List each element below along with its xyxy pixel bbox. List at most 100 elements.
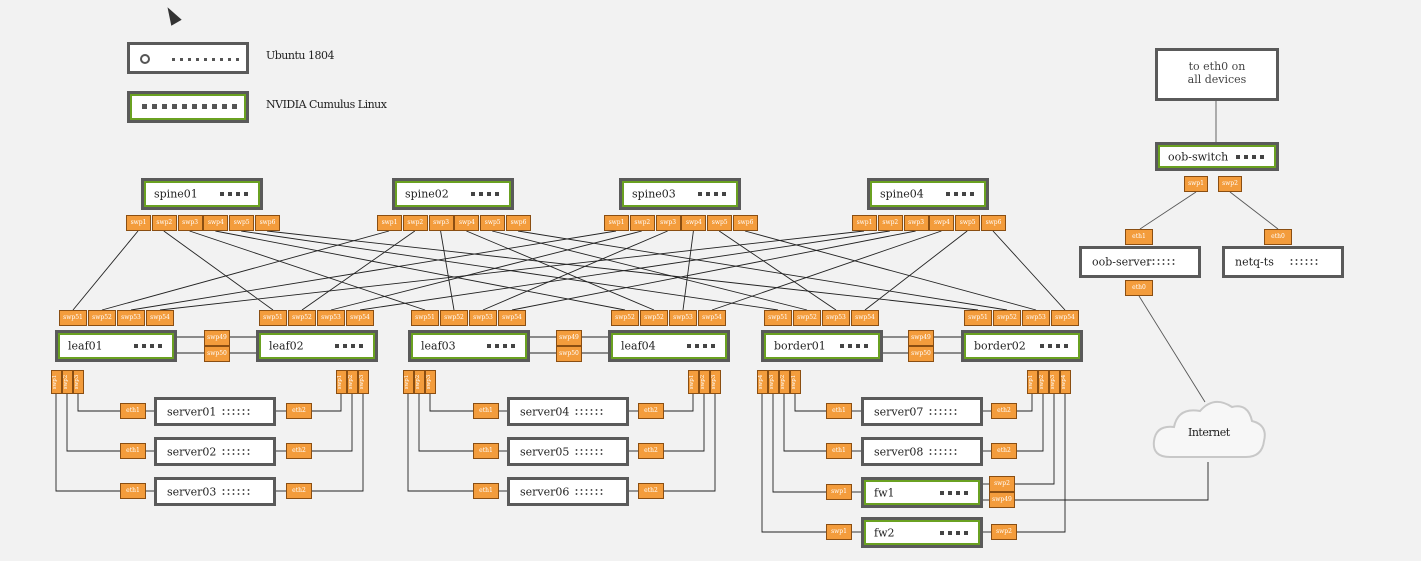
server-port-eth1[interactable]: eth1 bbox=[120, 483, 146, 499]
server-port-eth2[interactable]: eth2 bbox=[286, 403, 312, 419]
leaf-downlink-port[interactable]: swp3 bbox=[358, 370, 369, 394]
spine-3-port[interactable]: swp3 bbox=[655, 215, 681, 231]
spine-4-port[interactable]: swp4 bbox=[929, 215, 955, 231]
leaf-1-uplink-port[interactable]: swp51 bbox=[59, 310, 87, 326]
server-8[interactable]: server08 bbox=[861, 437, 983, 466]
server-port-eth2[interactable]: eth2 bbox=[286, 483, 312, 499]
spine-2-port[interactable]: swp6 bbox=[506, 215, 531, 231]
server-6[interactable]: server06 bbox=[507, 477, 629, 506]
spine-1-port[interactable]: swp3 bbox=[177, 215, 203, 231]
leaf-3[interactable]: leaf03 bbox=[408, 330, 530, 362]
leaf-6-uplink-port[interactable]: swp53 bbox=[1022, 310, 1050, 326]
spine-3-port[interactable]: swp6 bbox=[733, 215, 758, 231]
leaf-downlink-port[interactable]: swp1 bbox=[336, 370, 347, 394]
leaf-2-uplink-port[interactable]: swp52 bbox=[288, 310, 316, 326]
fw1-port-left[interactable]: swp1 bbox=[826, 484, 852, 500]
leaf-downlink-port[interactable]: swp2 bbox=[699, 370, 710, 394]
spine-3-port[interactable]: swp4 bbox=[681, 215, 707, 231]
spine-3[interactable]: spine03 bbox=[619, 178, 741, 210]
leaf-1[interactable]: leaf01 bbox=[55, 330, 177, 362]
leaf-2-uplink-port[interactable]: swp53 bbox=[317, 310, 345, 326]
border-downlink-port[interactable]: swp2 bbox=[779, 370, 790, 394]
oob-server-port[interactable]: eth1 bbox=[1125, 229, 1153, 245]
leaf-downlink-port[interactable]: swp2 bbox=[414, 370, 425, 394]
peerlink-port[interactable]: swp50 bbox=[908, 346, 934, 362]
server-port-eth1[interactable]: eth1 bbox=[473, 403, 499, 419]
peerlink-port[interactable]: swp49 bbox=[908, 330, 934, 346]
leaf-downlink-port[interactable]: swp1 bbox=[51, 370, 62, 394]
fw1-port-right-top[interactable]: swp2 bbox=[989, 476, 1015, 492]
spine-2-port[interactable]: swp1 bbox=[377, 215, 402, 231]
fw1-port-right-bottom[interactable]: swp49 bbox=[989, 492, 1015, 508]
spine-3-port[interactable]: swp2 bbox=[629, 215, 655, 231]
spine-3-port[interactable]: swp1 bbox=[604, 215, 629, 231]
spine-4-port[interactable]: swp2 bbox=[877, 215, 903, 231]
leaf-downlink-port[interactable]: swp1 bbox=[403, 370, 414, 394]
server-3[interactable]: server03 bbox=[154, 477, 276, 506]
spine-1-port[interactable]: swp1 bbox=[126, 215, 151, 231]
spine-4-port[interactable]: swp6 bbox=[981, 215, 1006, 231]
leaf-6[interactable]: border02 bbox=[961, 330, 1083, 362]
leaf-5-uplink-port[interactable]: swp51 bbox=[764, 310, 792, 326]
server-port-eth2[interactable]: eth2 bbox=[638, 403, 664, 419]
spine-1[interactable]: spine01 bbox=[141, 178, 263, 210]
netq-port[interactable]: eth0 bbox=[1264, 229, 1292, 245]
server-port-eth1[interactable]: eth1 bbox=[473, 443, 499, 459]
leaf-2-uplink-port[interactable]: swp51 bbox=[259, 310, 287, 326]
server-2[interactable]: server02 bbox=[154, 437, 276, 466]
spine-4-port[interactable]: swp1 bbox=[852, 215, 877, 231]
oob-server[interactable]: oob-server bbox=[1079, 246, 1201, 278]
server-1[interactable]: server01 bbox=[154, 397, 276, 426]
leaf-downlink-port[interactable]: swp3 bbox=[710, 370, 721, 394]
leaf-downlink-port[interactable]: swp2 bbox=[62, 370, 73, 394]
spine-1-port[interactable]: swp2 bbox=[151, 215, 177, 231]
spine-4-port[interactable]: swp3 bbox=[903, 215, 929, 231]
spine-1-port[interactable]: swp5 bbox=[229, 215, 255, 231]
leaf-3-uplink-port[interactable]: swp53 bbox=[469, 310, 497, 326]
fw2-port-right[interactable]: swp2 bbox=[991, 524, 1017, 540]
server-7[interactable]: server07 bbox=[861, 397, 983, 426]
leaf-downlink-port[interactable]: swp1 bbox=[688, 370, 699, 394]
spine-2-port[interactable]: swp2 bbox=[402, 215, 428, 231]
server-5[interactable]: server05 bbox=[507, 437, 629, 466]
server-port-eth1[interactable]: eth1 bbox=[120, 443, 146, 459]
spine-2-port[interactable]: swp4 bbox=[454, 215, 480, 231]
leaf-1-uplink-port[interactable]: swp53 bbox=[117, 310, 145, 326]
spine-3-port[interactable]: swp5 bbox=[707, 215, 733, 231]
peerlink-port[interactable]: swp49 bbox=[204, 330, 230, 346]
spine-2-port[interactable]: swp3 bbox=[428, 215, 454, 231]
border-downlink-port[interactable]: swp3 bbox=[768, 370, 779, 394]
spine-4[interactable]: spine04 bbox=[867, 178, 989, 210]
peerlink-port[interactable]: swp50 bbox=[556, 346, 582, 362]
leaf-1-uplink-port[interactable]: swp54 bbox=[146, 310, 174, 326]
server-4[interactable]: server04 bbox=[507, 397, 629, 426]
spine-2-port[interactable]: swp5 bbox=[480, 215, 506, 231]
leaf-3-uplink-port[interactable]: swp51 bbox=[411, 310, 439, 326]
leaf-6-uplink-port[interactable]: swp51 bbox=[964, 310, 992, 326]
leaf-6-uplink-port[interactable]: swp54 bbox=[1051, 310, 1079, 326]
oob-switch-port[interactable]: swp1 bbox=[1184, 176, 1208, 192]
border-downlink-port[interactable]: swp4 bbox=[1060, 370, 1071, 394]
server-port-eth1[interactable]: eth1 bbox=[120, 403, 146, 419]
leaf-4-uplink-port[interactable]: swp52 bbox=[640, 310, 668, 326]
leaf-6-uplink-port[interactable]: swp52 bbox=[993, 310, 1021, 326]
border-downlink-port[interactable]: swp3 bbox=[1049, 370, 1060, 394]
fw2-port-left[interactable]: swp1 bbox=[826, 524, 852, 540]
border-downlink-port[interactable]: swp1 bbox=[790, 370, 801, 394]
server-port-eth1[interactable]: eth1 bbox=[826, 403, 852, 419]
server-port-eth2[interactable]: eth2 bbox=[991, 443, 1017, 459]
leaf-1-uplink-port[interactable]: swp52 bbox=[88, 310, 116, 326]
netq-ts[interactable]: netq-ts bbox=[1222, 246, 1344, 278]
fw2[interactable]: fw2 bbox=[861, 517, 983, 548]
leaf-downlink-port[interactable]: swp3 bbox=[73, 370, 84, 394]
leaf-4-uplink-port[interactable]: swp52 bbox=[611, 310, 639, 326]
server-port-eth2[interactable]: eth2 bbox=[286, 443, 312, 459]
leaf-2[interactable]: leaf02 bbox=[256, 330, 378, 362]
peerlink-port[interactable]: swp50 bbox=[204, 346, 230, 362]
leaf-5-uplink-port[interactable]: swp53 bbox=[822, 310, 850, 326]
leaf-2-uplink-port[interactable]: swp54 bbox=[346, 310, 374, 326]
server-port-eth2[interactable]: eth2 bbox=[991, 403, 1017, 419]
spine-1-port[interactable]: swp6 bbox=[255, 215, 280, 231]
oob-switch-port[interactable]: swp2 bbox=[1218, 176, 1242, 192]
server-port-eth1[interactable]: eth1 bbox=[826, 443, 852, 459]
